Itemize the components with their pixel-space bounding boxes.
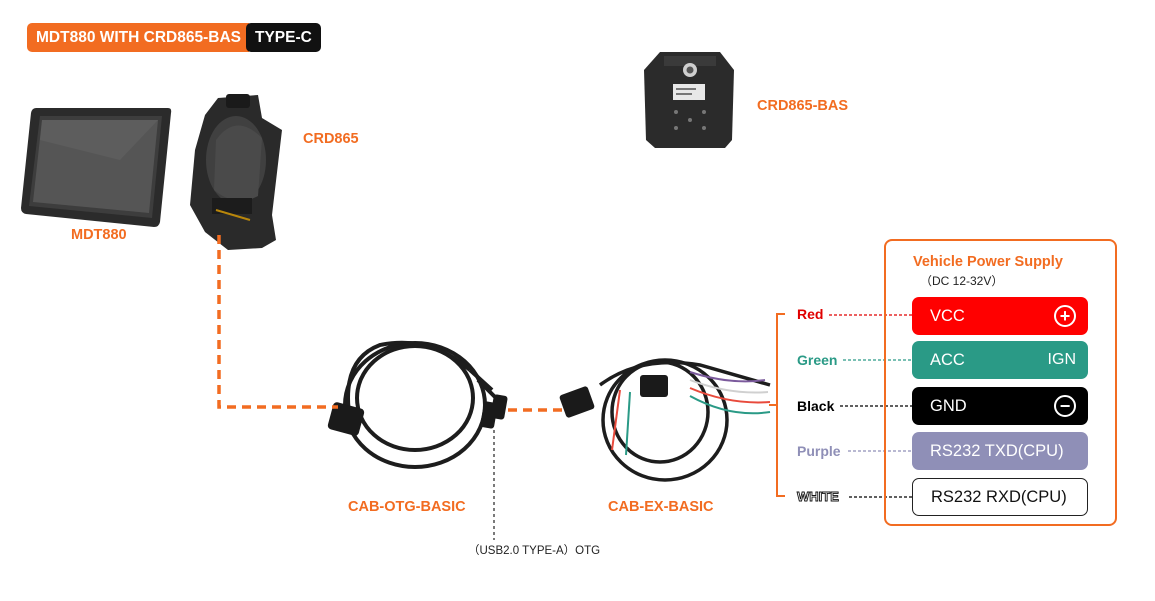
- pin-rs232-txd: RS232 TXD(CPU): [912, 432, 1088, 470]
- title-tag: MDT880 WITH CRD865-BAS TYPE-C: [27, 23, 321, 52]
- pin-acc-aux: IGN: [1047, 351, 1076, 368]
- tablet-image: [21, 108, 172, 227]
- ex-connectors: [559, 375, 668, 418]
- wire-label-white: WHITE: [797, 489, 840, 505]
- otg-cable-label: CAB-OTG-BASIC: [348, 499, 466, 515]
- ex-cable-label: CAB-EX-BASIC: [608, 499, 714, 515]
- pin-vcc: VCC +: [912, 297, 1088, 335]
- wire-label-purple: Purple: [797, 443, 841, 459]
- otg-cable-image: [343, 340, 500, 469]
- pin-rxd-label: RS232 RXD(CPU): [931, 487, 1067, 506]
- power-supply-title: Vehicle Power Supply: [913, 254, 1063, 270]
- title-connector-tag: TYPE-C: [245, 23, 321, 52]
- tablet-label: MDT880: [71, 227, 127, 243]
- wire-label-red: Red: [797, 306, 824, 322]
- plus-circle-icon: +: [1054, 305, 1076, 327]
- pin-acc: ACC IGN: [912, 341, 1088, 379]
- base-image: [644, 52, 734, 148]
- otg-note: （USB2.0 TYPE-A）OTG: [468, 545, 601, 557]
- cradle-label: CRD865: [303, 131, 359, 147]
- pin-vcc-label: VCC: [930, 306, 965, 325]
- cradle-image: [190, 94, 282, 250]
- otg-connectors: [327, 394, 508, 436]
- pin-acc-label: ACC: [930, 350, 965, 369]
- pin-txd-label: RS232 TXD(CPU): [930, 441, 1064, 460]
- pin-rs232-rxd: RS232 RXD(CPU): [912, 478, 1088, 516]
- minus-circle-icon: −: [1054, 395, 1076, 417]
- wire-label-green: Green: [797, 352, 838, 368]
- ex-cable-image: [598, 358, 771, 482]
- title-main: MDT880 WITH CRD865-BAS: [27, 23, 249, 52]
- base-label: CRD865-BAS: [757, 98, 849, 114]
- power-supply-box: [884, 239, 1117, 526]
- pin-gnd-label: GND: [930, 396, 967, 415]
- cradle-to-otg-line: [217, 235, 338, 409]
- pin-gnd: GND −: [912, 387, 1088, 425]
- wire-label-black: Black: [797, 398, 835, 414]
- wire-bracket: [776, 313, 785, 497]
- power-supply-voltage: （DC 12-32V）: [920, 274, 1004, 288]
